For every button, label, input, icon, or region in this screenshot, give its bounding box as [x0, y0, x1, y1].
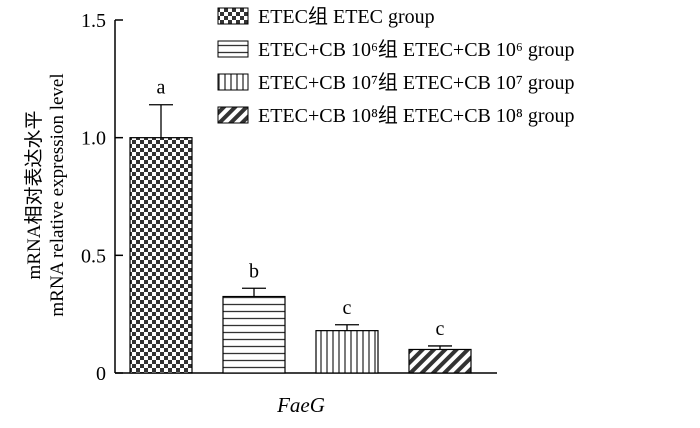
significance-label: c — [436, 318, 445, 340]
bar — [222, 295, 286, 374]
y-axis-title-line1: mRNA相对表达水平 — [23, 111, 45, 280]
y-axis-title-line2: mRNA relative expression level — [47, 73, 68, 316]
y-tick-label: 1.0 — [81, 128, 106, 150]
significance-label: c — [343, 297, 352, 319]
y-tick-label: 1.5 — [81, 10, 106, 32]
significance-label: b — [249, 260, 259, 282]
legend-swatch — [217, 40, 249, 58]
legend-swatch — [217, 73, 249, 91]
y-tick-label: 0.5 — [81, 245, 106, 267]
bar — [129, 137, 193, 374]
bar — [315, 330, 379, 374]
significance-label: a — [157, 77, 166, 99]
bars-group: a b c c — [129, 77, 472, 374]
y-ticks: 0 0.5 1.0 1.5 — [81, 10, 123, 385]
legend-swatch — [217, 7, 249, 25]
legend-label: ETEC+CB 10⁸组 ETEC+CB 10⁸ group — [258, 104, 575, 127]
legend-swatch — [217, 106, 249, 124]
x-category-label: FaeG — [276, 393, 325, 417]
legend-label: ETEC+CB 10⁶组 ETEC+CB 10⁶ group — [258, 38, 575, 61]
legend-label: ETEC组 ETEC group — [258, 5, 435, 28]
y-tick-label: 0 — [96, 363, 106, 385]
bar — [408, 348, 472, 374]
legend-label: ETEC+CB 10⁷组 ETEC+CB 10⁷ group — [258, 71, 575, 94]
